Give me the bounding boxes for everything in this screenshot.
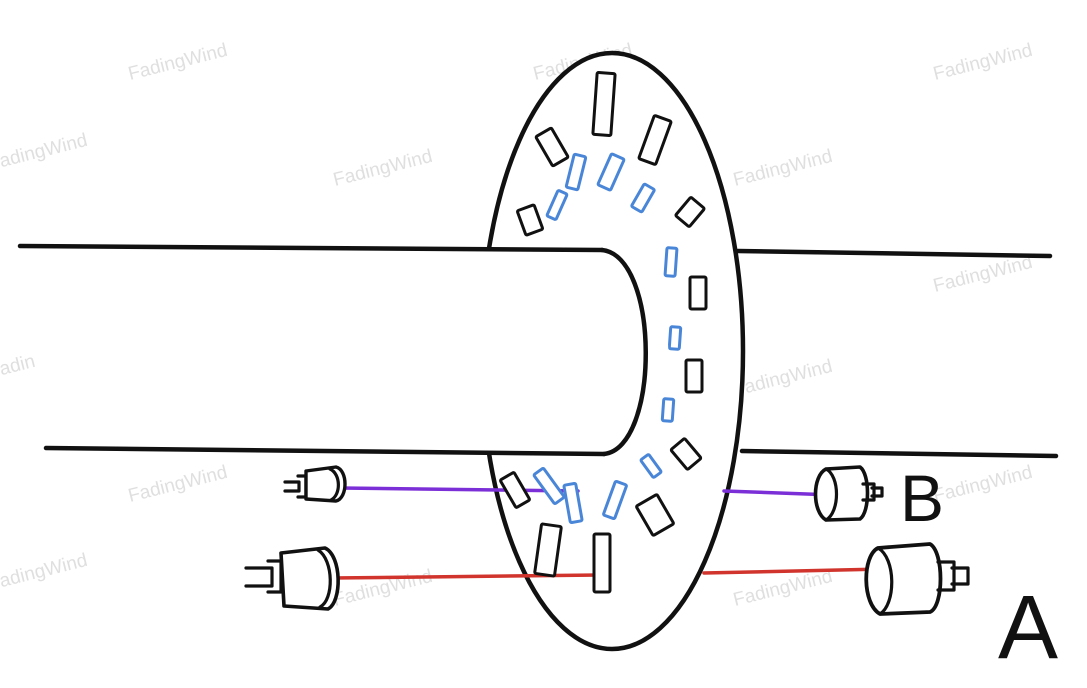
inner-slot xyxy=(663,246,679,278)
outer-slot xyxy=(533,522,563,578)
outer-slot xyxy=(674,196,706,228)
outer-slot xyxy=(637,114,673,166)
inner-slot xyxy=(532,467,566,505)
inner-slot xyxy=(564,152,588,192)
label-a: A xyxy=(998,578,1058,678)
outer-slot xyxy=(591,71,617,137)
outer-slot xyxy=(592,532,612,594)
inner-slot xyxy=(639,453,663,479)
watermark-text: FadingWind xyxy=(931,40,1034,85)
outer-slot xyxy=(684,358,704,394)
watermark-text: FadingWind xyxy=(731,356,834,401)
watermark-text: FadingWind xyxy=(126,462,229,507)
outer-track-slots xyxy=(499,71,708,594)
watermark-text: FadingWind xyxy=(0,550,90,595)
shaft-left xyxy=(17,243,669,457)
outer-slot xyxy=(635,493,675,537)
watermark-text: FadingWind xyxy=(331,566,434,611)
outer-slot xyxy=(499,471,531,509)
watermark-text: FadingWind xyxy=(731,146,834,191)
receiver-a-icon xyxy=(864,542,970,616)
inner-slot xyxy=(667,325,683,351)
watermark-text: FadingWind xyxy=(126,40,229,85)
emitter-b-icon xyxy=(283,465,347,503)
inner-slot xyxy=(630,182,656,214)
outer-slot xyxy=(688,275,708,311)
watermark-text: FadingWind xyxy=(0,130,90,175)
shaft-right xyxy=(735,248,1059,459)
outer-slot xyxy=(516,203,544,237)
inner-slot xyxy=(602,479,628,521)
inner-slot xyxy=(562,481,584,525)
inner-slot xyxy=(660,397,676,423)
watermark-text: FadingWind xyxy=(931,462,1034,507)
outer-slot xyxy=(534,126,570,168)
label-b: B xyxy=(900,461,944,535)
inner-slot xyxy=(545,189,569,221)
receiver-b-icon xyxy=(813,465,884,522)
watermark-text: FadingWind xyxy=(931,252,1034,297)
watermark-text: FadingWind xyxy=(331,146,434,191)
outer-slot xyxy=(669,437,703,471)
inner-track-slots xyxy=(532,152,683,525)
emitter-a-icon xyxy=(244,546,340,611)
inner-slot xyxy=(596,152,626,192)
